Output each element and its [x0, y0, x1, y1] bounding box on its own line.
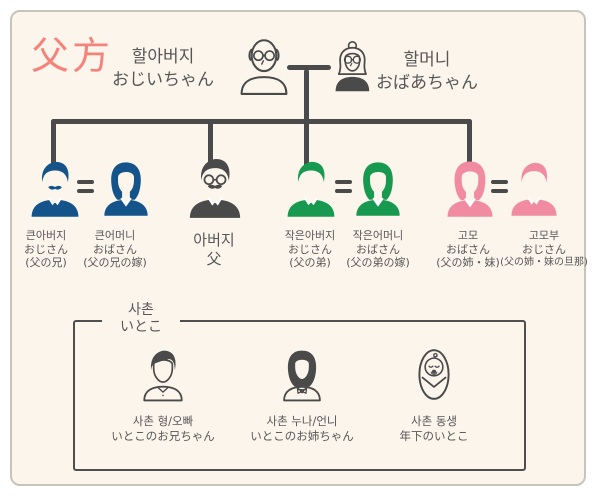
cousins-korean: 사촌	[128, 302, 154, 318]
label-japanese: おばさん	[93, 242, 137, 256]
sibling-line	[51, 119, 472, 124]
label-note: (父の弟)	[289, 256, 331, 269]
father-label: 아버지 父	[159, 231, 269, 268]
younger-aunt-icon	[352, 159, 404, 217]
grandfather-japanese: おじいちゃん	[112, 70, 214, 90]
label-korean: 작은어머니	[352, 229, 404, 242]
label-japanese: おじさん	[288, 242, 332, 256]
eldest-uncle-label: 큰아버지 おじさん (父の兄)	[1, 229, 91, 270]
younger-aunt-label: 작은어머니 おばさん (父の弟の嫁)	[322, 229, 434, 270]
paternal-aunt-icon	[443, 159, 497, 217]
older-female-cousin-icon	[277, 345, 327, 405]
label-korean: 사촌 누나/언니	[266, 414, 338, 428]
label-korean: 아버지	[193, 231, 235, 249]
older-male-cousin-label: 사촌 형/오빠 いとこのお兄ちゃん	[83, 414, 243, 443]
label-japanese: いとこのお姉ちゃん	[250, 428, 354, 443]
drop-line-eldest-uncle	[51, 119, 56, 167]
aunt-husband-icon	[508, 159, 560, 217]
grandfather-icon	[236, 34, 292, 96]
drop-line-aunt	[467, 119, 472, 170]
equals-connector	[491, 180, 508, 193]
label-korean: 큰어머니	[94, 229, 136, 242]
label-note: (父の弟の嫁)	[346, 256, 410, 269]
label-japanese: 年下のいとこ	[399, 428, 469, 443]
drop-line-father	[208, 119, 213, 167]
label-japanese: 父	[206, 249, 222, 268]
diagram-card	[10, 10, 586, 486]
label-note: (父の姉・妹)	[436, 256, 500, 269]
cousins-box	[73, 320, 526, 471]
older-male-cousin-icon	[138, 345, 188, 405]
label-note: (父の姉・妹の旦那)	[500, 257, 588, 268]
grandmother-label: 할머니 おばあちゃん	[352, 49, 502, 95]
label-note: (父の兄の嫁)	[83, 256, 147, 269]
grandfather-label: 할아버지 おじいちゃん	[88, 46, 238, 92]
label-korean: 사촌 형/오빠	[132, 414, 194, 428]
father-icon	[186, 156, 244, 218]
younger-uncle-icon	[284, 159, 338, 217]
label-japanese: おばさん	[356, 242, 400, 256]
eldest-aunt-label: 큰어머니 おばさん (父の兄の嫁)	[70, 229, 160, 270]
aunt-husband-label: 고모부 おじさん (父の姉・妹の旦那)	[485, 229, 600, 270]
label-korean: 고모부	[528, 229, 560, 242]
label-korean: 사촌 동생	[411, 414, 457, 428]
equals-connector	[77, 180, 94, 193]
grandmother-korean: 할머니	[403, 50, 451, 70]
eldest-aunt-icon	[100, 159, 152, 217]
younger-uncle-label: 작은아버지 おじさん (父の弟)	[254, 229, 366, 270]
older-female-cousin-label: 사촌 누나/언니 いとこのお姉ちゃん	[222, 414, 382, 443]
paternal-aunt-label: 고모 おばさん (父の姉・妹)	[413, 229, 523, 270]
label-korean: 큰아버지	[25, 229, 67, 242]
cousins-japanese: いとこ	[120, 318, 162, 335]
label-japanese: おじさん	[24, 242, 68, 256]
marriage-line-grandparents	[287, 65, 331, 70]
label-note: (父の兄)	[25, 256, 67, 269]
page-title: 父方	[31, 34, 114, 78]
equals-connector	[335, 180, 352, 193]
baby-cousin-icon	[411, 344, 457, 405]
label-japanese: おばさん	[446, 242, 490, 256]
descent-line-center	[304, 69, 309, 167]
label-korean: 고모	[457, 229, 479, 242]
grandfather-korean: 할아버지	[131, 47, 195, 67]
younger-cousin-label: 사촌 동생 年下のいとこ	[354, 414, 514, 443]
label-japanese: いとこのお兄ちゃん	[111, 428, 215, 443]
eldest-uncle-icon	[28, 159, 82, 217]
grandmother-japanese: おばあちゃん	[376, 73, 478, 93]
label-japanese: おじさん	[522, 242, 566, 256]
label-korean: 작은아버지	[284, 229, 336, 242]
cousins-box-label: 사촌 いとこ	[102, 302, 180, 335]
grandmother-icon	[328, 36, 376, 97]
